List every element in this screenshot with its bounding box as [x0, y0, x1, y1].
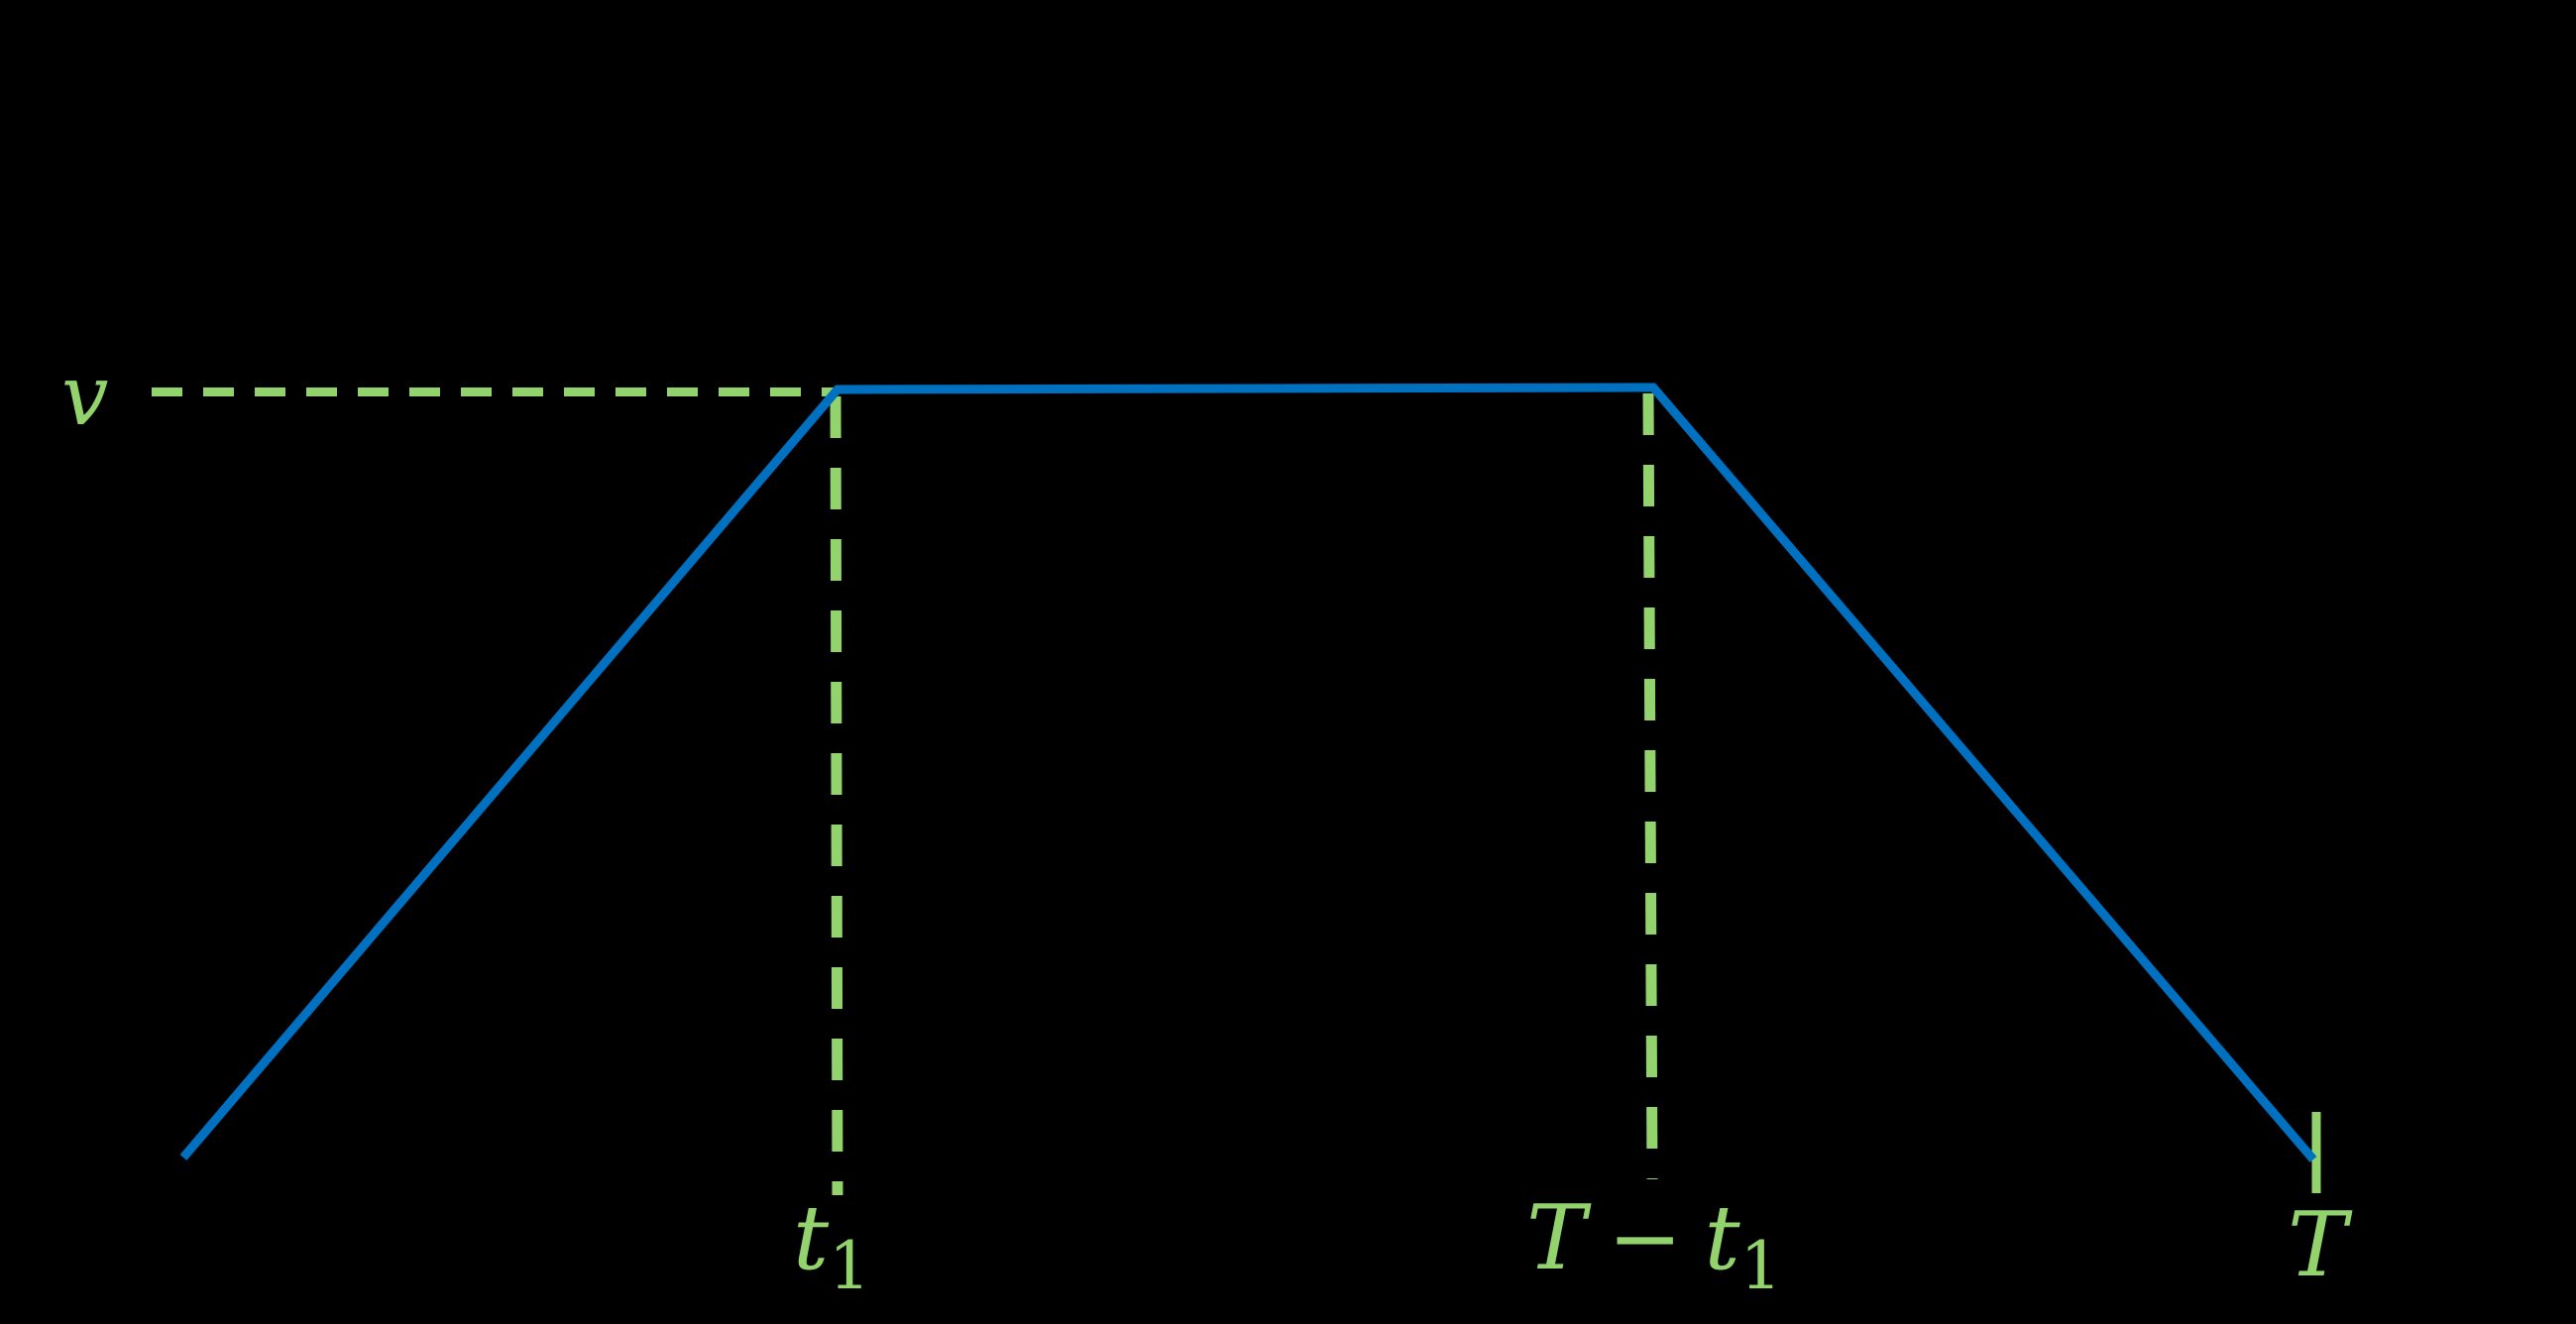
t-minus-t1-label-minus: −: [1608, 1186, 1682, 1290]
t-minus-t1-label-subscript: 1: [1740, 1228, 1782, 1304]
t-minus-t1-label-T: T: [1526, 1186, 1592, 1290]
t-minus-t1-label: T−t1: [1526, 1186, 1782, 1304]
t-minus-t1-label-t: t: [1704, 1186, 1740, 1290]
velocity-profile-line: [179, 383, 2317, 1162]
t1-guide-dashed-line: [830, 395, 843, 1196]
t-minus-t1-guide-dashed-line: [1642, 392, 1658, 1180]
t1-label: t1: [793, 1186, 870, 1304]
t1-label-subscript: 1: [829, 1228, 870, 1304]
T-label: T: [2288, 1193, 2353, 1297]
velocity-label: v: [61, 347, 108, 444]
t1-label-t: t: [793, 1186, 830, 1290]
